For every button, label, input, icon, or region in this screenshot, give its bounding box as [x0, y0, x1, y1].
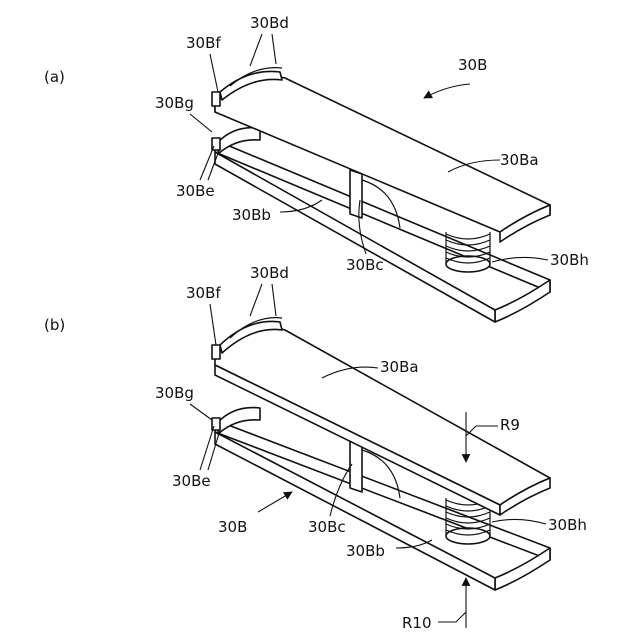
panel-b-callout-lower-arm: 30Bb: [346, 542, 385, 560]
panel-b-callout-force-down: R9: [500, 416, 520, 434]
panel-a-callout-top-tip: 30Bf: [186, 34, 221, 52]
panel-a: (a): [44, 14, 589, 322]
panel-a-callout-pivot-plate: 30Bc: [346, 256, 384, 274]
panel-b-callout-ridges: 30Bd: [250, 264, 289, 282]
panel-b-callout-slots: 30Be: [172, 472, 211, 490]
panel-b-label: (b): [44, 316, 65, 334]
panel-a-callout-lower-arm: 30Bb: [232, 206, 271, 224]
panel-b-callout-gap: 30Bg: [155, 384, 194, 402]
panel-b-callout-pivot-plate: 30Bc: [308, 518, 346, 536]
panel-b-callout-spring: 30Bh: [548, 516, 587, 534]
panel-a-callout-upper-arm: 30Ba: [500, 151, 539, 169]
panel-a-callout-assembly: 30B: [458, 56, 487, 74]
panel-b-callout-upper-arm: 30Ba: [380, 358, 419, 376]
panel-a-callout-slots: 30Be: [176, 182, 215, 200]
panel-a-callout-spring: 30Bh: [550, 251, 589, 269]
panel-b-callout-top-tip: 30Bf: [186, 284, 221, 302]
panel-b: (b): [44, 264, 587, 632]
panel-a-callout-ridges: 30Bd: [250, 14, 289, 32]
panel-b-callout-assembly: 30B: [218, 518, 247, 536]
panel-a-callout-gap: 30Bg: [155, 94, 194, 112]
panel-b-callout-force-up: R10: [402, 614, 432, 632]
panel-a-label: (a): [44, 68, 65, 86]
